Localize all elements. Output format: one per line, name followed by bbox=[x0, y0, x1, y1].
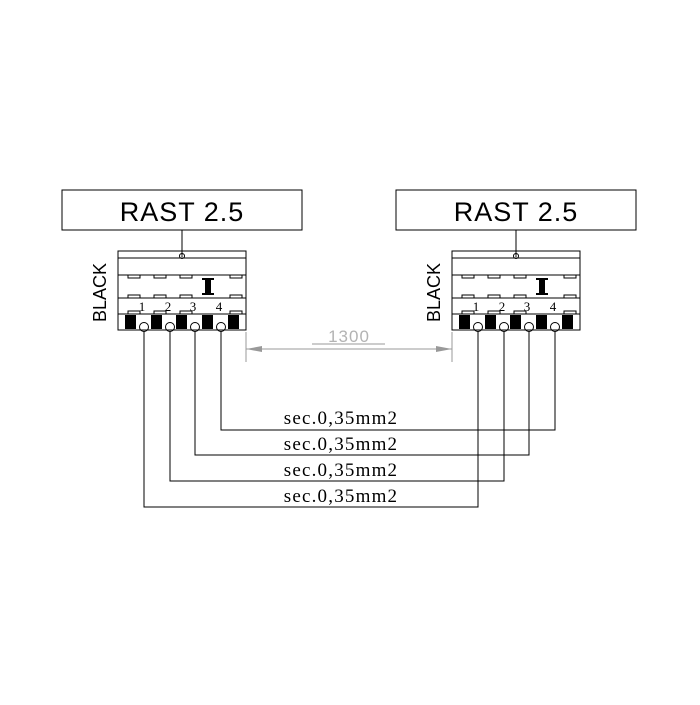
wire-1 bbox=[143, 331, 479, 508]
connector-left-latch bbox=[205, 279, 211, 294]
connector-right: RAST 2.5 BLACK 1 2 3 4 bbox=[395, 189, 637, 332]
connector-right-pin-1: 1 bbox=[473, 299, 480, 314]
connector-left: RAST 2.5 BLACK 1 2 3 bbox=[61, 189, 303, 332]
wire-3 bbox=[194, 331, 530, 456]
dimension-arrow-left bbox=[246, 346, 262, 352]
wire-2-label: sec.0,35mm2 bbox=[284, 460, 399, 481]
wire-4-label: sec.0,35mm2 bbox=[284, 408, 399, 429]
connector-left-title: RAST 2.5 bbox=[120, 197, 245, 227]
connector-right-pin-2: 2 bbox=[499, 299, 506, 314]
wire-4 bbox=[220, 331, 556, 431]
connector-left-pin-1: 1 bbox=[139, 299, 146, 314]
connector-right-latch bbox=[539, 279, 545, 294]
wires: sec.0,35mm2 sec.0,35mm2 sec.0,35mm2 sec.… bbox=[143, 331, 556, 508]
connector-right-pin-4: 4 bbox=[550, 299, 557, 314]
connector-left-color-label: BLACK bbox=[90, 263, 110, 322]
connector-left-body bbox=[117, 250, 247, 331]
dimension-label: 1300 bbox=[328, 327, 370, 346]
connector-left-pin-4: 4 bbox=[216, 299, 223, 314]
wire-1-label: sec.0,35mm2 bbox=[284, 486, 399, 507]
wire-2 bbox=[169, 331, 505, 482]
connector-left-pin-3: 3 bbox=[190, 299, 197, 314]
connector-right-body bbox=[451, 250, 581, 331]
connector-left-pin-2: 2 bbox=[165, 299, 172, 314]
connector-right-title: RAST 2.5 bbox=[454, 197, 579, 227]
connector-right-color-label: BLACK bbox=[424, 263, 444, 322]
connector-right-pin-3: 3 bbox=[524, 299, 531, 314]
dimension-arrow-right bbox=[436, 346, 452, 352]
wire-3-label: sec.0,35mm2 bbox=[284, 434, 399, 455]
dimension-length: 1300 bbox=[245, 327, 453, 362]
